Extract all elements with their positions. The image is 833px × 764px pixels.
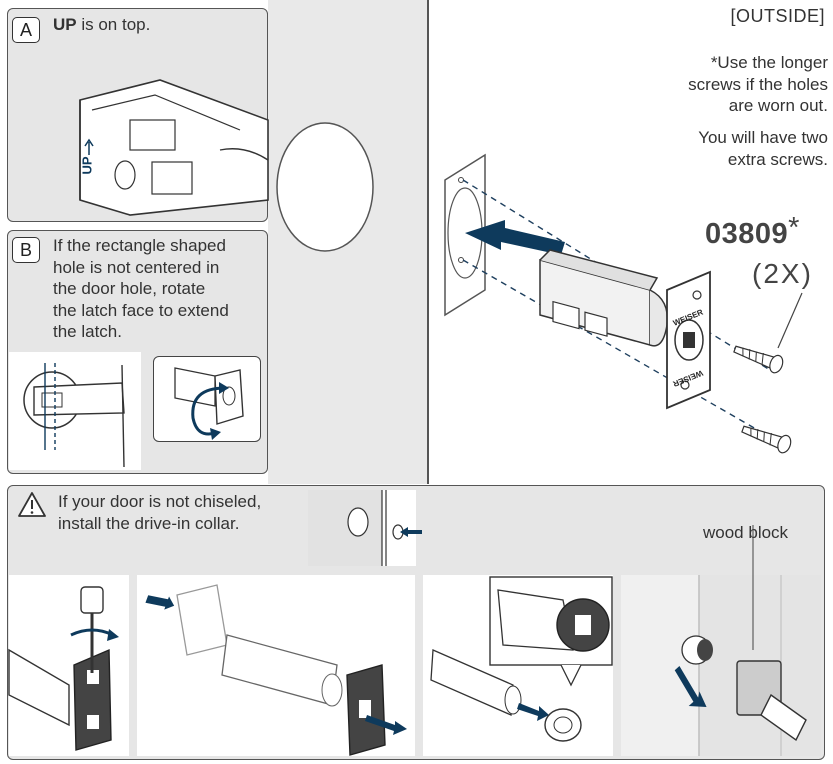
step-b-centering-illustration xyxy=(23,363,125,468)
up-arrow-icon xyxy=(84,138,94,155)
part-quantity: (2X) xyxy=(752,258,813,289)
chisel-text: If your door is not chiseled, install th… xyxy=(58,491,261,534)
step-b-tag: B xyxy=(12,237,40,263)
step-b-line: the latch. xyxy=(53,322,122,341)
step-b-line: the door hole, rotate xyxy=(53,279,206,298)
extra-screws-note: You will have two extra screws. xyxy=(698,127,828,170)
outside-label: [OUTSIDE] xyxy=(730,6,825,26)
screwdriver-icon xyxy=(80,586,104,614)
screw-note-line: *Use the longer xyxy=(710,53,828,72)
step-b-line: hole is not centered in xyxy=(53,257,220,277)
disassemble-illustration xyxy=(145,584,407,756)
collar-illustration xyxy=(430,576,613,742)
warning-icon xyxy=(18,492,46,517)
step-a-bold: UP xyxy=(53,15,77,34)
door-edge-line xyxy=(427,0,429,484)
part-asterisk: * xyxy=(788,212,800,244)
step-a-tag: A xyxy=(12,17,40,43)
step-b-rotate-illustration xyxy=(174,367,244,440)
wood-block-label: wood block xyxy=(703,523,789,542)
step-b-text: If the rectangle shaped hole is not cent… xyxy=(53,235,229,343)
part-number: 03809* xyxy=(705,212,800,251)
screw-note-line: are worn out. xyxy=(728,96,828,115)
chisel-line: If your door is not chiseled, xyxy=(58,492,262,511)
hammer-illustration xyxy=(674,525,821,756)
chisel-door-illustration xyxy=(347,490,422,566)
rotate-icon xyxy=(191,386,226,436)
screw-icon xyxy=(733,345,784,374)
step-a-latch-illustration xyxy=(79,79,269,216)
part-callout-line xyxy=(777,292,803,349)
step-a-rest: is on top. xyxy=(76,15,151,34)
screw-note-line: screws if the holes xyxy=(688,74,828,94)
screw-note: *Use the longer screws if the holes are … xyxy=(688,52,828,117)
door-bore-hole xyxy=(276,122,374,252)
extra-note-line: extra screws. xyxy=(727,149,828,169)
hammer-icon xyxy=(760,693,807,742)
insert-arrow-icon xyxy=(465,220,565,255)
screwdriver-illustration xyxy=(8,586,119,751)
chisel-line: install the drive-in collar. xyxy=(58,513,240,533)
part-number-value: 03809 xyxy=(705,218,789,250)
step-a-up-mark: UP xyxy=(79,156,95,175)
latch-assembly xyxy=(539,249,711,410)
screw-icon xyxy=(741,425,792,454)
extra-note-line: You will have two xyxy=(698,128,828,147)
step-b-line: If the rectangle shaped xyxy=(53,236,226,255)
latch-install-diagram: WEISER WEISER xyxy=(444,153,792,454)
step-b-line: the latch face to extend xyxy=(53,300,229,320)
step-a-text: UP is on top. xyxy=(53,14,150,36)
